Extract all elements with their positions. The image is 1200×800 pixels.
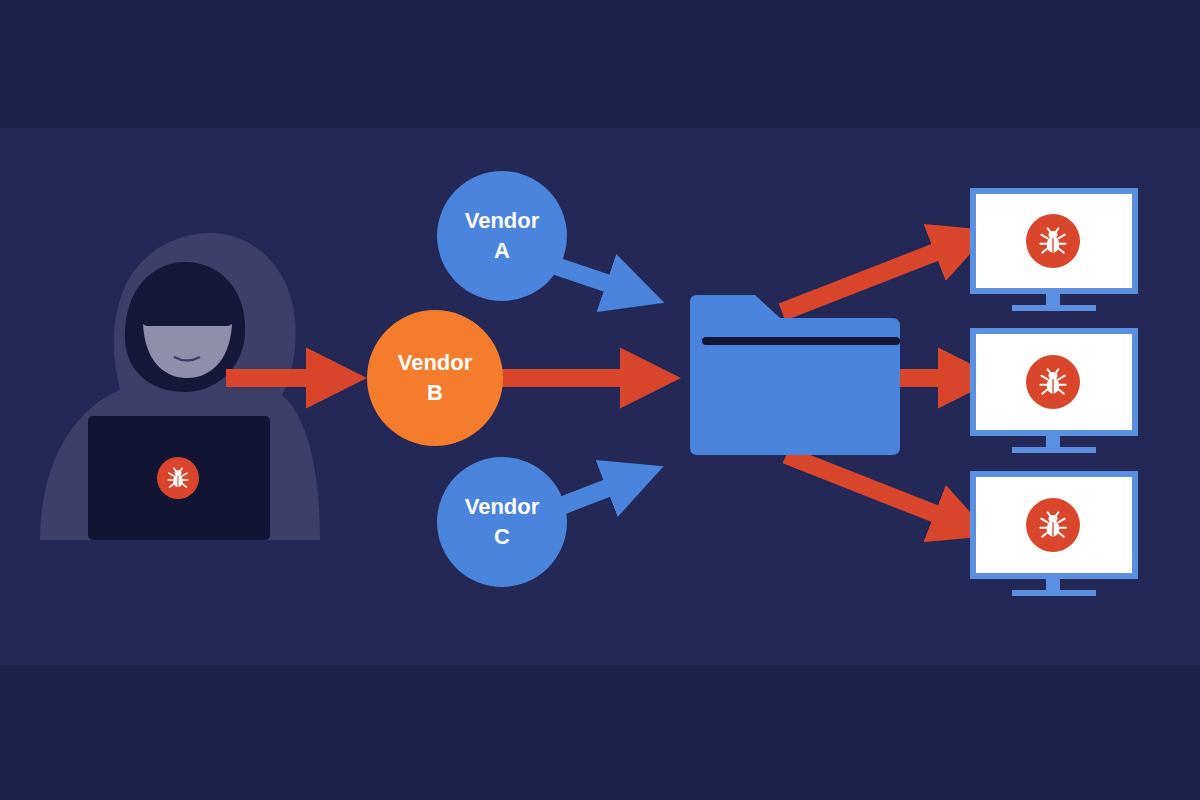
arrows [226, 248, 950, 518]
hacker-figure [40, 233, 320, 540]
vendor-circle: Vendor A [437, 171, 567, 301]
vendor-label: Vendor C [459, 492, 545, 552]
vendor-circle: Vendor C [437, 457, 567, 587]
middle-band [0, 128, 1200, 665]
monitors [970, 188, 1138, 596]
circle-shape [437, 171, 567, 301]
circle-shape [437, 457, 567, 587]
vendor-label: Vendor A [459, 206, 545, 266]
circle-shape [367, 310, 503, 446]
vendor-circle: Vendor B [367, 310, 503, 446]
folder-icon [690, 295, 900, 455]
vendor-label: Vendor B [392, 348, 478, 408]
